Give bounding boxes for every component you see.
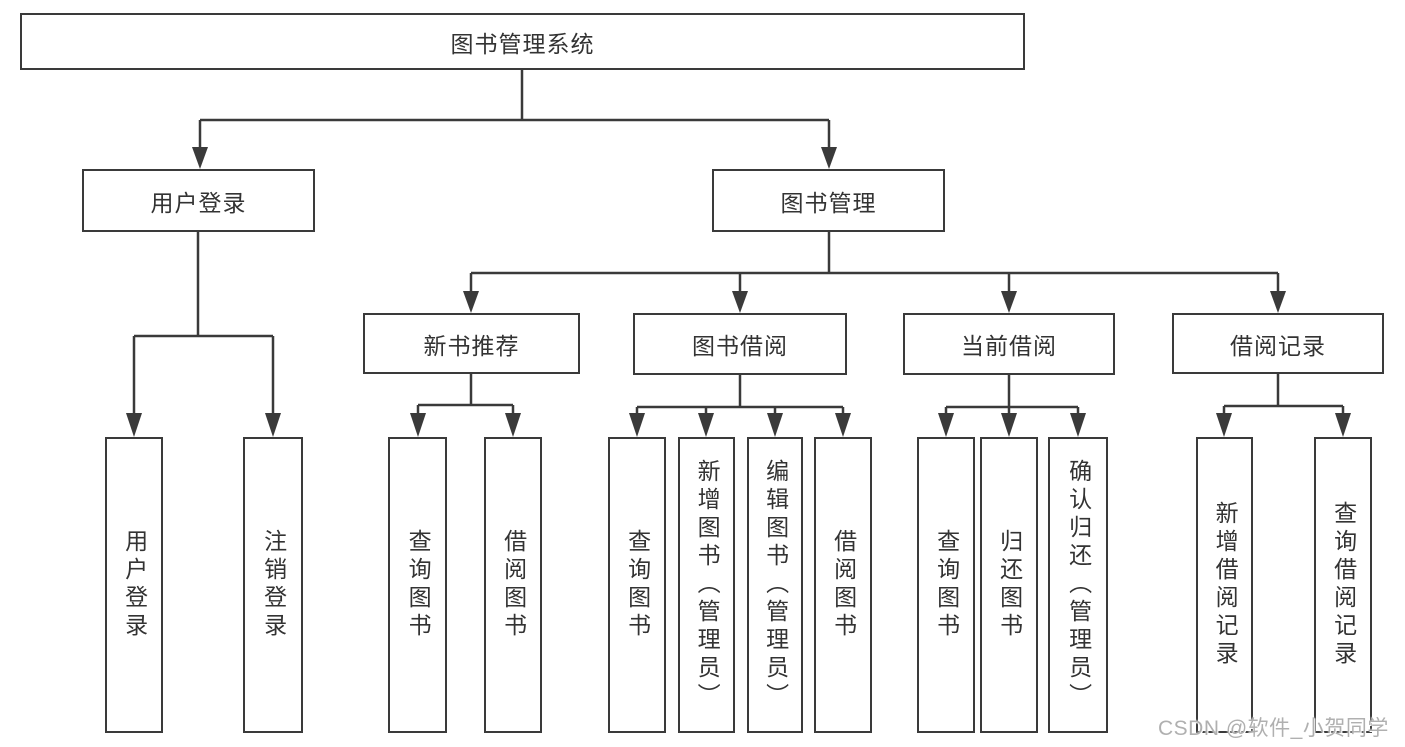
node-label: 借阅图书	[830, 529, 857, 641]
node-label: 新书推荐	[423, 332, 520, 359]
node-current-borrowing: 当前借阅	[903, 313, 1115, 375]
node-leaf-query-books-borrow: 查询图书	[608, 437, 666, 733]
node-leaf-query-books-current: 查询图书	[917, 437, 975, 733]
node-leaf-return-books: 归还图书	[980, 437, 1038, 733]
node-borrowing-records: 借阅记录	[1172, 313, 1384, 374]
node-label: 用户登录	[121, 529, 148, 641]
node-label: 归还图书	[996, 529, 1023, 641]
arrowheads	[126, 147, 1351, 437]
node-leaf-logout: 注销登录	[243, 437, 303, 733]
node-leaf-add-borrow-record: 新增借阅记录	[1196, 437, 1253, 733]
node-label: 编辑图书（管理员）	[762, 459, 789, 711]
node-leaf-query-borrow-record: 查询借阅记录	[1314, 437, 1372, 733]
node-leaf-query-books-recommend: 查询图书	[388, 437, 447, 733]
node-label: 新增图书（管理员）	[694, 459, 721, 711]
node-leaf-edit-books-admin: 编辑图书（管理员）	[747, 437, 803, 733]
node-leaf-borrow-books-recommend: 借阅图书	[484, 437, 542, 733]
node-leaf-add-books-admin: 新增图书（管理员）	[678, 437, 735, 733]
node-label: 用户登录	[150, 189, 247, 216]
node-label: 查询图书	[933, 529, 960, 641]
csdn-watermark: CSDN @软件_小贺同学	[1158, 717, 1389, 740]
node-label: 借阅图书	[500, 529, 527, 641]
node-label: 确认归还（管理员）	[1065, 459, 1092, 711]
node-leaf-confirm-return-admin: 确认归还（管理员）	[1048, 437, 1108, 733]
node-label: 图书管理	[780, 189, 877, 216]
node-leaf-user-login: 用户登录	[105, 437, 163, 733]
node-label: 图书借阅	[692, 333, 788, 359]
node-book-borrowing: 图书借阅	[633, 313, 847, 375]
node-label: 查询图书	[624, 529, 651, 641]
node-label: 查询图书	[405, 529, 432, 641]
node-leaf-borrow-books: 借阅图书	[814, 437, 872, 733]
node-new-book-recommendation: 新书推荐	[363, 313, 580, 374]
node-label: 当前借阅	[961, 333, 1057, 359]
node-book-management-branch: 图书管理	[712, 169, 945, 232]
node-label: 查询借阅记录	[1330, 501, 1357, 669]
node-label: 注销登录	[260, 529, 287, 641]
node-label: 图书管理系统	[450, 30, 595, 57]
node-user-login-branch: 用户登录	[82, 169, 315, 232]
node-label: 新增借阅记录	[1212, 501, 1239, 669]
node-label: 借阅记录	[1230, 332, 1326, 359]
node-library-management-system: 图书管理系统	[20, 13, 1025, 70]
